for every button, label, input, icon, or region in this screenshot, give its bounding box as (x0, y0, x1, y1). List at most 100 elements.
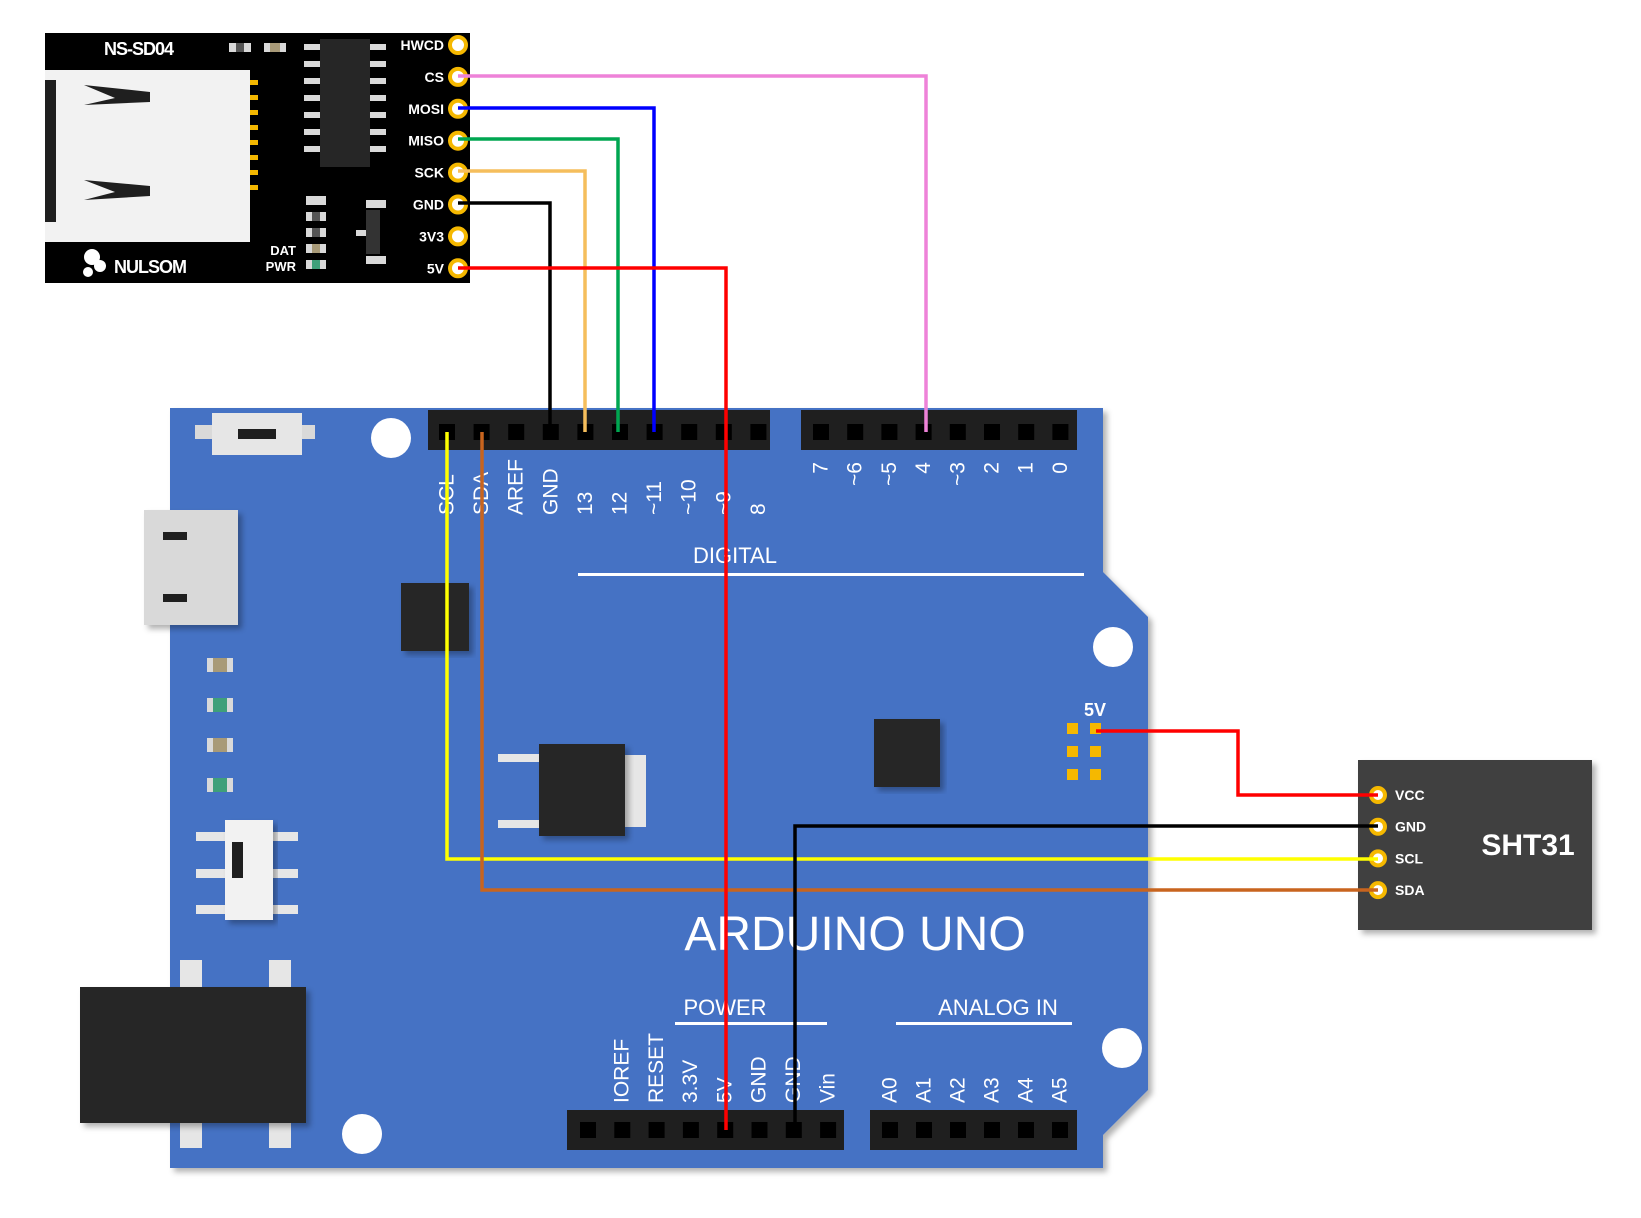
digital-pin-label: 12 (609, 492, 632, 515)
wire-mosi (458, 106, 656, 432)
sht31-pcb (1358, 760, 1592, 930)
status-leds (207, 658, 233, 792)
power-underline (675, 1022, 827, 1025)
header-hole (1018, 1122, 1034, 1138)
analog-label: ANALOG IN (938, 995, 1058, 1020)
analog-pin-label: A2 (947, 1077, 970, 1103)
header-holes (439, 424, 1069, 1138)
power-header (567, 1110, 844, 1150)
header-hole (648, 1122, 665, 1138)
digital-pin-label: GND (539, 468, 562, 515)
digital-pin-label: 7 (810, 462, 833, 474)
header-hole (1052, 424, 1069, 440)
board-title: ARDUINO UNO (684, 908, 1025, 961)
wire-5v-sd (458, 266, 728, 1130)
wire-gnd-sensor (793, 824, 1378, 1130)
analog-pin-label: A5 (1049, 1077, 1072, 1103)
wire-scl (445, 432, 1378, 861)
wire-sck (458, 169, 587, 432)
wires (445, 74, 1378, 1130)
power-pin-label: RESET (645, 1033, 668, 1103)
led-label-pwr: PWR (266, 259, 297, 274)
dc-power-jack (80, 960, 306, 1148)
header-hole (916, 1122, 932, 1138)
digital-underline (578, 573, 1084, 576)
sd-pin-pad (448, 226, 468, 247)
sd-pin-label: HWCD (400, 37, 444, 53)
analog-pin-label: A1 (913, 1077, 936, 1103)
header-hole (715, 424, 732, 440)
power-pin-label: Vin (816, 1073, 839, 1103)
digital-pin-label: ~10 (678, 479, 701, 515)
wire-sda (480, 432, 1378, 892)
header-hole (847, 424, 864, 440)
analog-pin-label: A4 (1015, 1077, 1038, 1103)
header-hole (751, 1122, 768, 1138)
header-hole (882, 1122, 898, 1138)
sd-pin-label: 5V (427, 260, 445, 276)
analog-header (870, 1110, 1077, 1150)
digital-pin-label: ~11 (643, 481, 666, 515)
header-hole (682, 1122, 699, 1138)
mounting-hole (342, 1114, 382, 1154)
wire-miso (458, 137, 620, 432)
spring-contact (84, 180, 150, 200)
mounting-hole (1093, 627, 1133, 667)
header-hole (614, 1122, 631, 1138)
sd-pin-label: SCK (414, 165, 444, 181)
sd-pin-label: 3V3 (419, 228, 444, 244)
analog-underline (896, 1022, 1072, 1025)
digital-pin-label: 1 (1015, 462, 1038, 474)
power-pin-label: 3.3V (679, 1060, 702, 1103)
digital-label: DIGITAL (693, 543, 777, 568)
sd-pin-label: CS (425, 69, 444, 85)
digital-pin-label: 13 (574, 492, 597, 515)
header-hole (508, 424, 525, 440)
wire-gnd-sd (458, 201, 552, 432)
digital-pin-label: 0 (1049, 462, 1072, 474)
analog-pin-label: A0 (879, 1077, 902, 1103)
header-hole (580, 1122, 596, 1138)
analog-pin-label: A3 (981, 1077, 1004, 1103)
digital-pin-label: ~6 (844, 462, 867, 486)
reset-button[interactable] (195, 413, 315, 455)
digital-pin-label: ~5 (878, 462, 901, 486)
digital-pin-label: ~3 (946, 462, 969, 486)
header-hole (1018, 424, 1035, 440)
power-pin-label: IOREF (611, 1039, 634, 1103)
header-hole (750, 424, 767, 440)
sd-pin-pad (448, 35, 468, 55)
sd-module-brand: NULSOM (114, 257, 186, 277)
header-hole (984, 424, 1000, 440)
led-label-dat: DAT (270, 243, 296, 258)
sd-pin-label: MOSI (408, 101, 444, 117)
header-hole (984, 1122, 1000, 1138)
slide-switch[interactable] (196, 820, 298, 920)
sd-slot-pins (250, 80, 258, 190)
mounting-hole (1102, 1028, 1142, 1068)
digital-pin-label: 4 (912, 462, 935, 474)
voltage-regulator (498, 744, 646, 836)
header-hole (681, 424, 698, 440)
wire-5v-sensor (1096, 729, 1378, 797)
header-hole (820, 1122, 837, 1138)
header-hole (949, 424, 966, 440)
mounting-hole (371, 418, 411, 458)
pin-5v-label: 5V (1084, 700, 1106, 720)
digital-pin-label: ~9 (712, 491, 735, 515)
digital-pin-label: AREF (505, 459, 528, 515)
sd-pin-label: GND (413, 197, 444, 213)
microcontroller-chip (874, 719, 940, 787)
header-hole (881, 424, 898, 440)
wire-cs (458, 74, 928, 432)
sht31-pin-label: GND (1395, 819, 1426, 835)
spring-contact (84, 85, 150, 105)
digital-pin-label: 2 (981, 462, 1004, 474)
power-pin-label: GND (748, 1056, 771, 1103)
ic-chip (401, 583, 469, 651)
icsp-header (1067, 723, 1101, 780)
